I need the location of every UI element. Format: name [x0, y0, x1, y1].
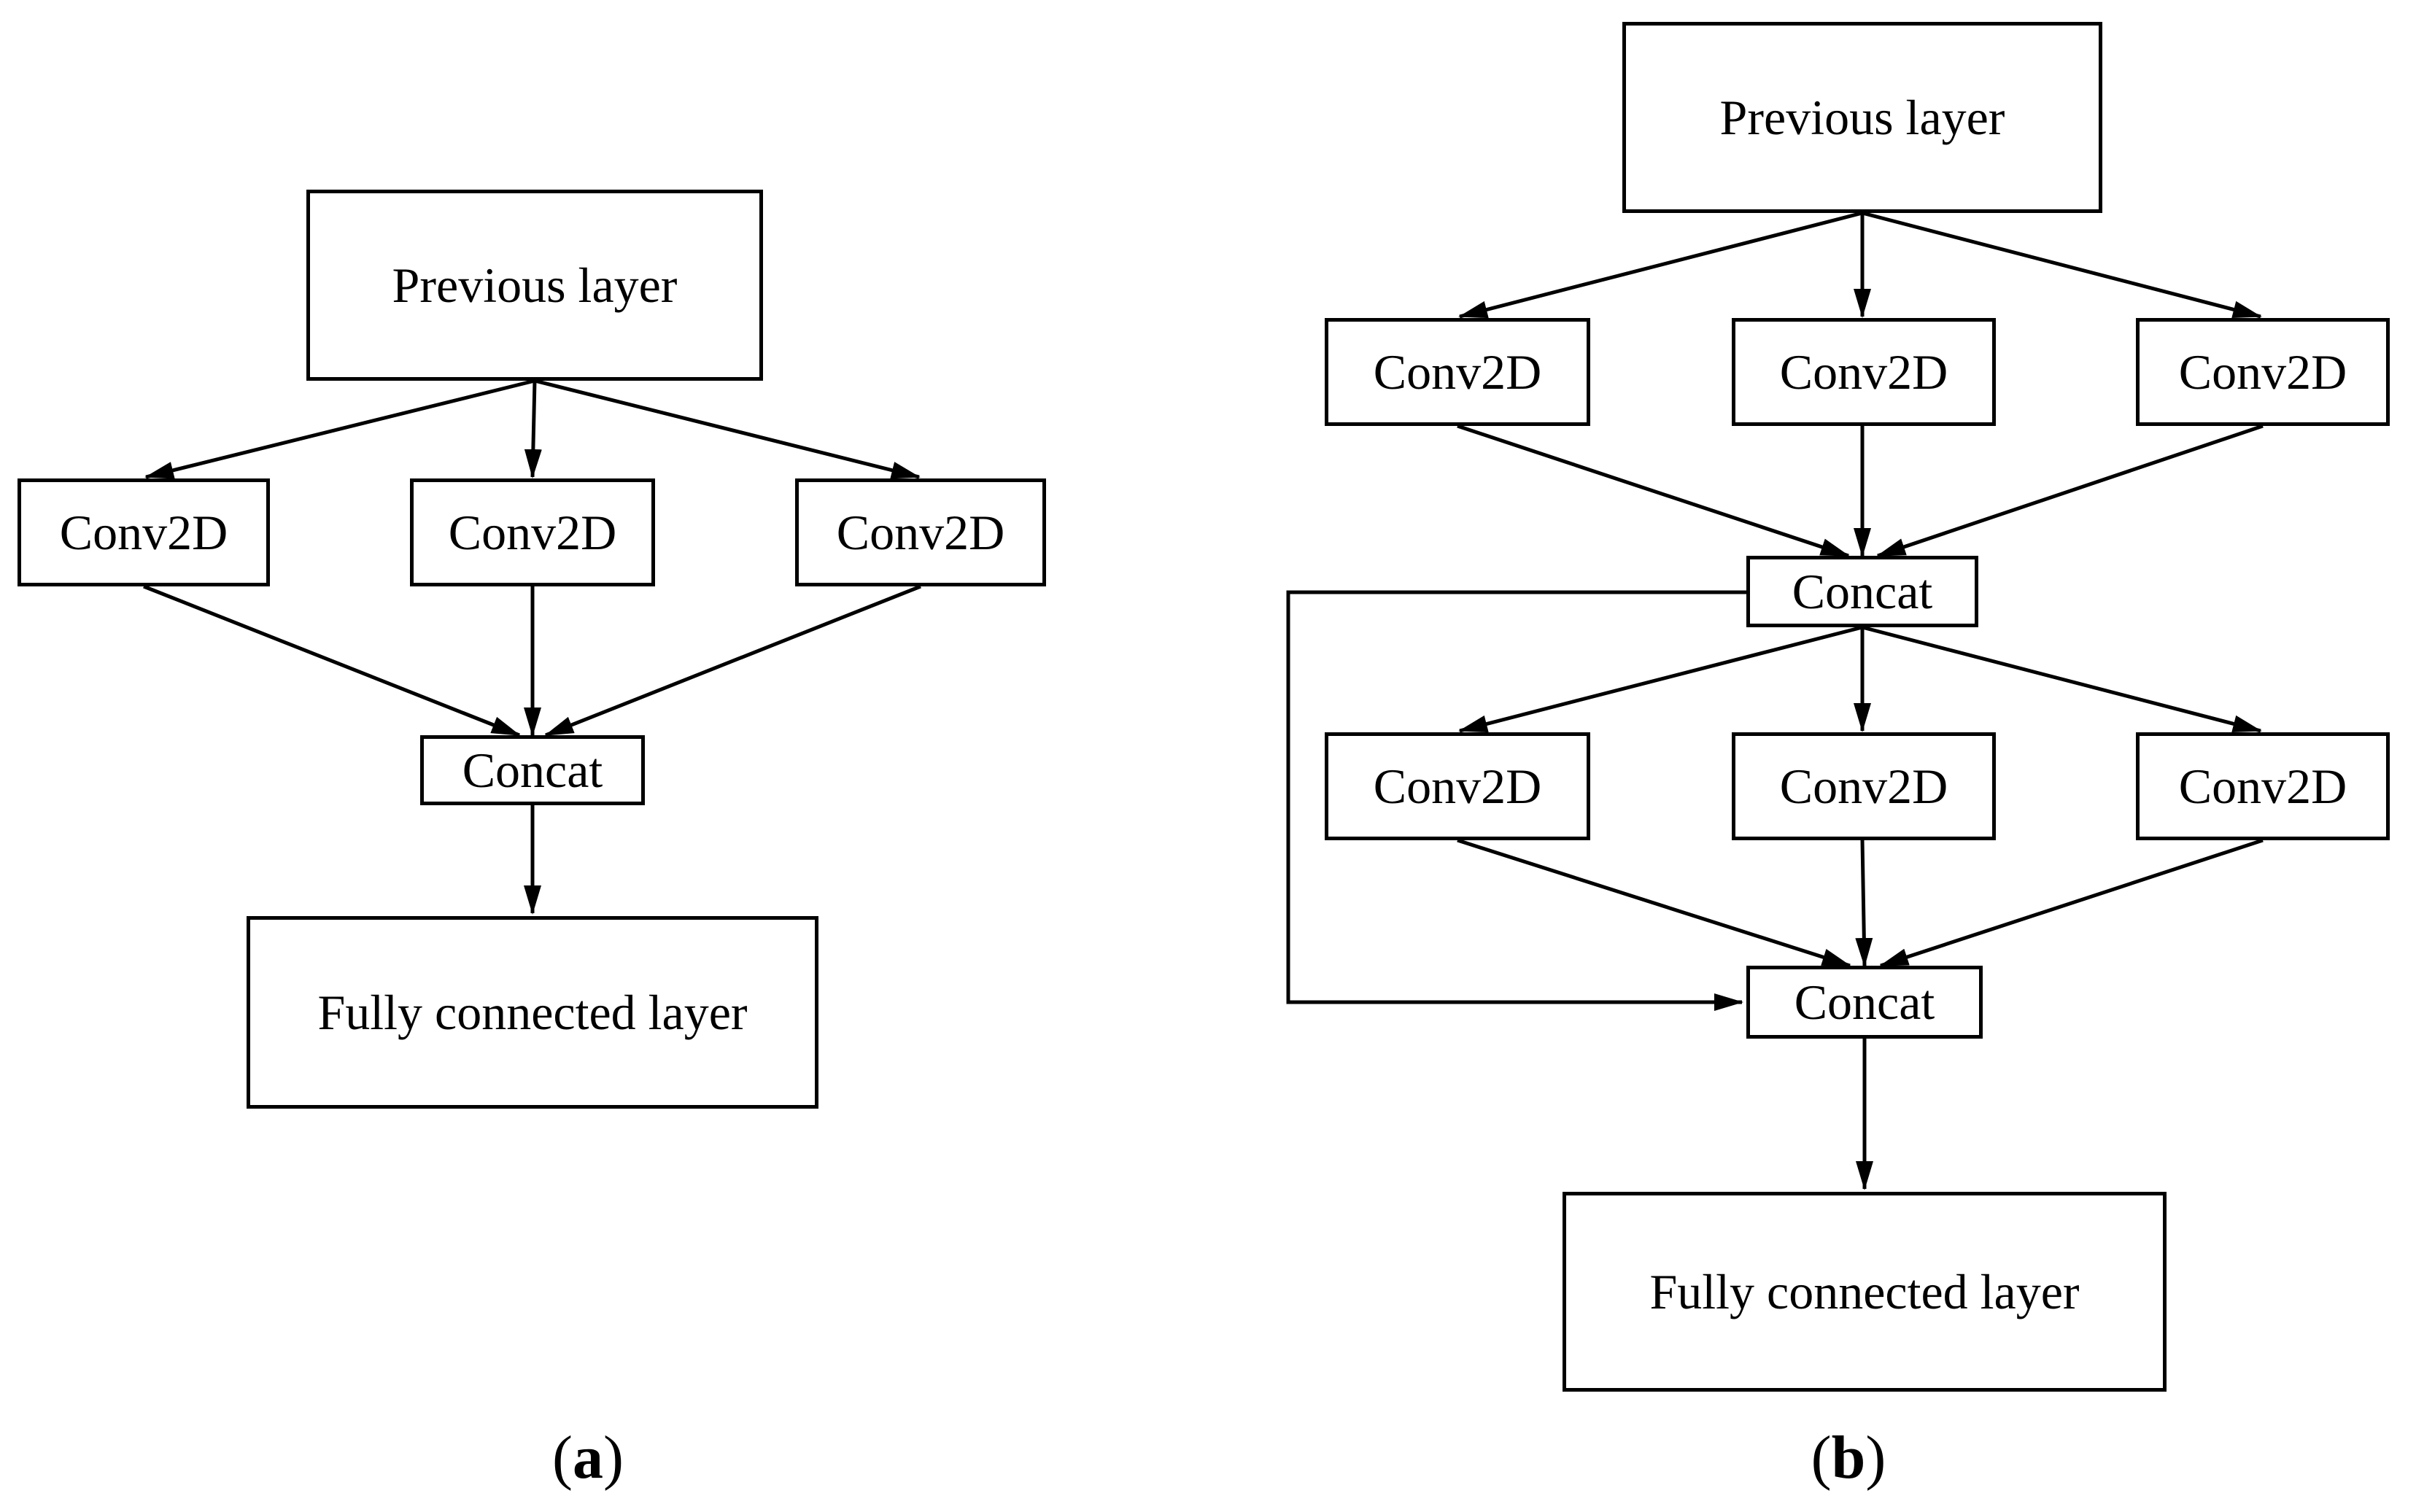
edge-b-concat1-to-conv4 — [1458, 625, 1863, 733]
node-previous-layer-b: Previous layer — [1622, 22, 2102, 213]
node-conv2d-b-row1-3: Conv2D — [2136, 318, 2390, 426]
node-concat-b-bottom: Concat — [1746, 966, 1983, 1039]
node-previous-layer-a: Previous layer — [306, 190, 763, 381]
edge-a-prev-to-conv3 — [534, 379, 921, 479]
node-conv2d-b-row2-2: Conv2D — [1732, 732, 1996, 840]
node-conv2d-b-row2-3: Conv2D — [2136, 732, 2390, 840]
caption-b-letter: b — [1831, 1424, 1866, 1492]
caption-a-close: ) — [603, 1424, 624, 1492]
node-fully-connected-a: Fully connected layer — [247, 916, 818, 1109]
edge-a-conv1-to-concat — [143, 584, 521, 737]
node-conv2d-b-row1-1: Conv2D — [1325, 318, 1590, 426]
caption-a: (a) — [552, 1422, 624, 1493]
node-concat-a: Concat — [420, 735, 645, 805]
caption-b: (b) — [1811, 1422, 1886, 1493]
edge-b-conv6-to-concat2 — [1879, 838, 2264, 968]
edge-a-prev-to-conv2 — [524, 380, 542, 478]
edge-b-prev-to-conv3 — [1862, 211, 2262, 319]
edge-b-conv4-to-concat2 — [1457, 838, 1851, 968]
node-conv2d-b-row1-2: Conv2D — [1732, 318, 1996, 426]
node-conv2d-a-1: Conv2D — [18, 478, 270, 586]
node-conv2d-a-3: Conv2D — [795, 478, 1046, 586]
node-conv2d-a-2: Conv2D — [410, 478, 655, 586]
caption-a-open: ( — [552, 1424, 573, 1492]
node-fully-connected-b: Fully connected layer — [1563, 1192, 2167, 1392]
caption-a-letter: a — [573, 1424, 603, 1492]
edge-b-conv5-to-concat2 — [1855, 840, 1873, 967]
node-concat-b-top: Concat — [1746, 556, 1978, 627]
edge-b-prev-to-conv1 — [1458, 211, 1863, 319]
edge-a-prev-to-conv1 — [144, 379, 535, 479]
caption-b-open: ( — [1811, 1424, 1832, 1492]
node-conv2d-b-row2-1: Conv2D — [1325, 732, 1590, 840]
edge-b-concat1-to-conv6 — [1862, 625, 2262, 733]
edge-a-conv3-to-concat — [544, 584, 921, 737]
caption-b-close: ) — [1865, 1424, 1886, 1492]
edge-b-conv3-to-concat1 — [1876, 424, 2264, 558]
edge-b-conv1-to-concat1 — [1457, 424, 1850, 558]
